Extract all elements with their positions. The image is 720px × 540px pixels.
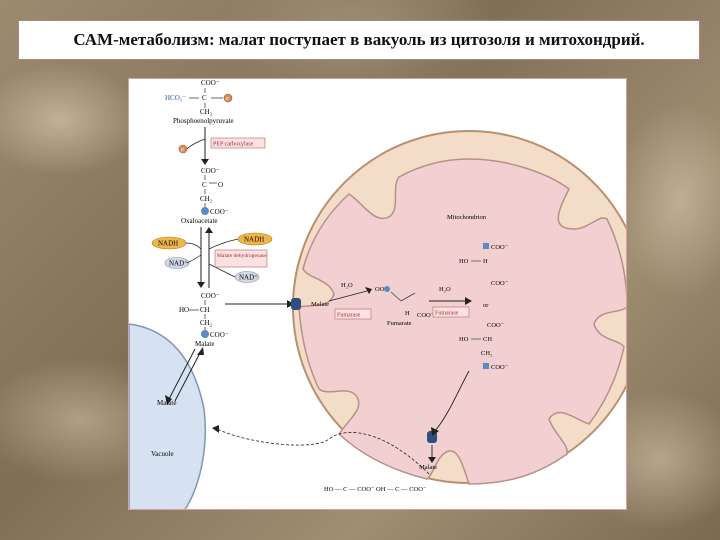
- malate-cyt-ch: CH: [200, 306, 210, 314]
- nad-left-label: NAD⁺: [169, 260, 188, 268]
- pi-phosphate-label: P: [181, 149, 184, 154]
- slide-title: САМ-метаболизм: малат поступает в вакуол…: [73, 30, 644, 50]
- malate-cyt-carbon-marker: [201, 330, 209, 338]
- arrow-malate-oaa-head: [205, 227, 213, 233]
- right-struct1-coo: COO⁻: [491, 244, 509, 251]
- right-struct2-marker: [483, 363, 489, 369]
- malate-cyt-name: Malate: [195, 340, 214, 348]
- oaa-carbon-marker: [201, 207, 209, 215]
- pep-name: Phosphoenolpyruvate: [173, 117, 234, 125]
- vacuole-label: Vacuole: [151, 450, 174, 458]
- right-struct2-ch2: CH₂: [481, 350, 492, 357]
- arrow-pep-oaa-head: [201, 159, 209, 165]
- dashed-path-to-vacuole-head: [212, 425, 219, 433]
- nadh-right-label: NADH: [244, 236, 264, 244]
- pep-hco3: HCO₃⁻: [165, 94, 186, 102]
- nadh-left-label: NADH: [158, 240, 178, 248]
- fumarate-h: H: [405, 310, 410, 317]
- bottom-formula: HO — C — COO⁻ OH — C — COO⁻: [324, 486, 427, 493]
- malate-cyt-coo2: COO⁻: [210, 331, 229, 339]
- diagram-svg: COO⁻ HCO₃⁻ C P CH₂ Phosphoenolpyruvate P…: [129, 79, 627, 510]
- pep-ch2: CH₂: [200, 108, 213, 116]
- malate-cyt-coo1: COO⁻: [201, 292, 220, 300]
- right-struct1-coo2: COO⁻: [491, 280, 509, 287]
- malate-transporter-left: [291, 298, 301, 310]
- oaa-c: C: [202, 181, 207, 189]
- oaa-ch2: CH₂: [200, 195, 213, 203]
- arrow-vacuole-to-malate-head: [197, 347, 204, 355]
- vacuole-malate: Malate: [157, 399, 176, 407]
- right-struct2-ch: CH: [483, 336, 492, 343]
- nad-left-curve: [187, 255, 201, 263]
- right-struct1-ho: HO: [459, 258, 469, 265]
- bottom-malate-name: Malate: [419, 464, 437, 471]
- right-struct2-coo: COO⁻: [491, 364, 509, 371]
- cam-diagram: COO⁻ HCO₃⁻ C P CH₂ Phosphoenolpyruvate P…: [128, 78, 627, 510]
- oaa-name: Oxaloacetate: [181, 217, 218, 225]
- right-struct1-marker: [483, 243, 489, 249]
- right-struct1-h: H: [483, 258, 488, 265]
- right-struct2-ho: HO: [459, 336, 469, 343]
- arrow-oaa-malate-head: [197, 282, 205, 288]
- pep-carboxylase-label: PEP carboxylase: [213, 142, 254, 148]
- oaa-coo2: COO⁻: [210, 208, 229, 216]
- or-label: or: [483, 302, 489, 309]
- fumarase-label-left: Fumarase: [337, 313, 361, 319]
- h2o-right: H₂O: [439, 286, 451, 293]
- nadh-right-curve: [209, 239, 238, 249]
- pep-coo: COO⁻: [201, 79, 220, 87]
- title-box: САМ-метаболизм: малат поступает в вакуол…: [18, 20, 700, 60]
- fumarate-name: Fumarate: [387, 320, 412, 327]
- fumarate-carbon-marker: [384, 286, 390, 292]
- mito-malate: Malate: [311, 301, 329, 308]
- right-struct2-coo-top: COO⁻: [487, 322, 505, 329]
- fumarase-label-right: Fumarase: [435, 311, 459, 317]
- oaa-coo1: COO⁻: [201, 167, 220, 175]
- water-label: H₂O: [341, 282, 353, 289]
- fumarate-coo2: COO⁻: [417, 312, 435, 319]
- nadh-left-curve: [186, 243, 201, 249]
- malate-cyt-ch2: CH₂: [200, 319, 213, 327]
- malate-dehydrogenase-label: Malate dehydrogenase: [217, 253, 267, 259]
- phosphate-label: P: [226, 98, 229, 103]
- nad-right-label: NAD⁺: [239, 274, 258, 282]
- pep-c: C: [202, 94, 207, 102]
- oaa-o: O: [218, 181, 223, 189]
- pi-release-arrow: [187, 139, 205, 149]
- mitochondrion-label: Mitochondrion: [447, 214, 487, 221]
- malate-cyt-ho: HO: [179, 306, 189, 314]
